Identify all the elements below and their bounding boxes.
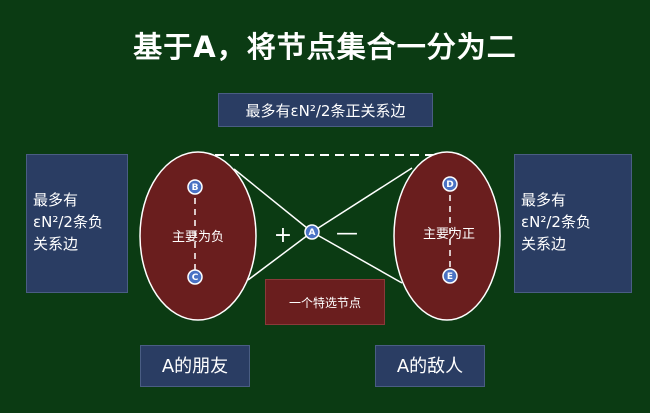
minus-sign: —: [336, 221, 358, 246]
node-e: E: [442, 268, 458, 284]
left-box-line-3: 关系边: [33, 235, 79, 253]
tangent-line-left-top: [233, 168, 313, 233]
enemies-ellipse: [393, 151, 501, 321]
slide-title: 基于A，将节点集合一分为二: [133, 30, 517, 64]
left-negative-edges-box: 最多有 εN²/2条负 关系边: [26, 154, 128, 293]
right-box-line-2: εN²/2条负: [521, 213, 591, 231]
special-node-box: 一个特选节点: [265, 279, 385, 325]
node-a-label: A: [309, 228, 316, 238]
node-c: C: [187, 269, 203, 285]
friends-label-box: A的朋友: [140, 345, 250, 387]
node-e-label: E: [447, 272, 453, 282]
plus-sign: +: [274, 223, 292, 248]
left-box-line-2: εN²/2条负: [33, 213, 103, 231]
node-b: B: [187, 179, 203, 195]
tangent-line-right-top: [311, 167, 413, 233]
node-d: D: [442, 176, 458, 192]
positive-edges-box: 最多有εN²/2条正关系边: [218, 93, 433, 127]
node-d-label: D: [446, 180, 453, 190]
right-box-line-1: 最多有: [521, 191, 567, 209]
left-box-line-1: 最多有: [33, 191, 79, 209]
right-box-line-3: 关系边: [521, 235, 567, 253]
tangent-line-right-bottom: [311, 231, 403, 284]
node-b-label: B: [192, 183, 199, 193]
tangent-line-left-bottom: [247, 231, 313, 281]
friends-ellipse: [139, 151, 257, 321]
left-ellipse-label: 主要为负: [172, 230, 224, 245]
enemies-label-box: A的敌人: [375, 345, 485, 387]
node-a: A: [304, 224, 320, 240]
node-c-label: C: [192, 273, 199, 283]
right-ellipse-label: 主要为正: [423, 227, 475, 242]
right-negative-edges-box: 最多有 εN²/2条负 关系边: [514, 154, 632, 293]
